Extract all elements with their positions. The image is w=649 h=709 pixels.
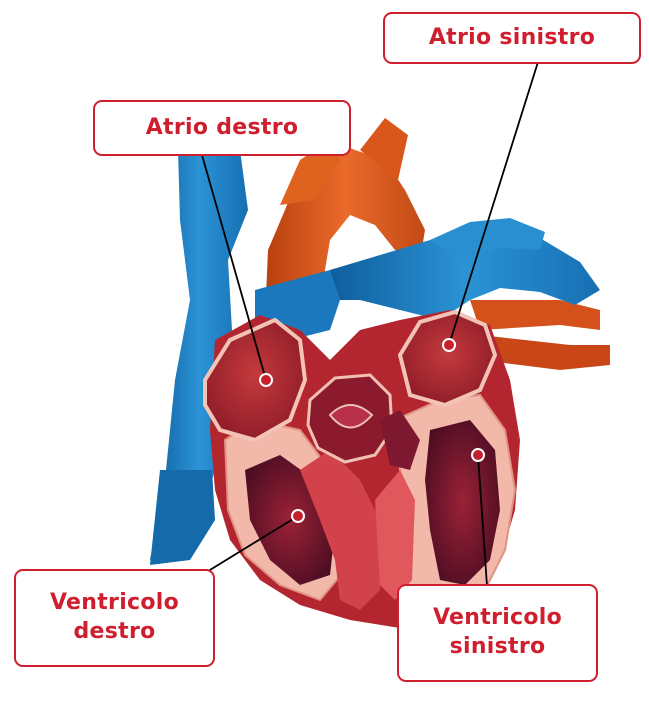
label-ventricolo-destro-line2: destro: [50, 618, 179, 647]
dot-atrio-sinistro: [443, 339, 455, 351]
label-atrio-destro-text: Atrio destro: [146, 114, 299, 143]
label-ventricolo-sinistro: Ventricolo sinistro: [397, 584, 598, 682]
label-ventricolo-destro-line1: Ventricolo: [50, 589, 179, 618]
label-ventricolo-destro: Ventricolo destro: [14, 569, 215, 667]
label-atrio-sinistro-text: Atrio sinistro: [429, 24, 595, 53]
dot-ventricolo-destro: [292, 510, 304, 522]
label-ventricolo-sinistro-line1: Ventricolo: [433, 604, 562, 633]
label-atrio-destro: Atrio destro: [93, 100, 351, 156]
left-ventricle-chamber: [425, 420, 500, 585]
dot-ventricolo-sinistro: [472, 449, 484, 461]
label-ventricolo-sinistro-line2: sinistro: [433, 633, 562, 662]
label-atrio-sinistro: Atrio sinistro: [383, 12, 641, 64]
dot-atrio-destro: [260, 374, 272, 386]
inferior-vein: [150, 470, 215, 565]
